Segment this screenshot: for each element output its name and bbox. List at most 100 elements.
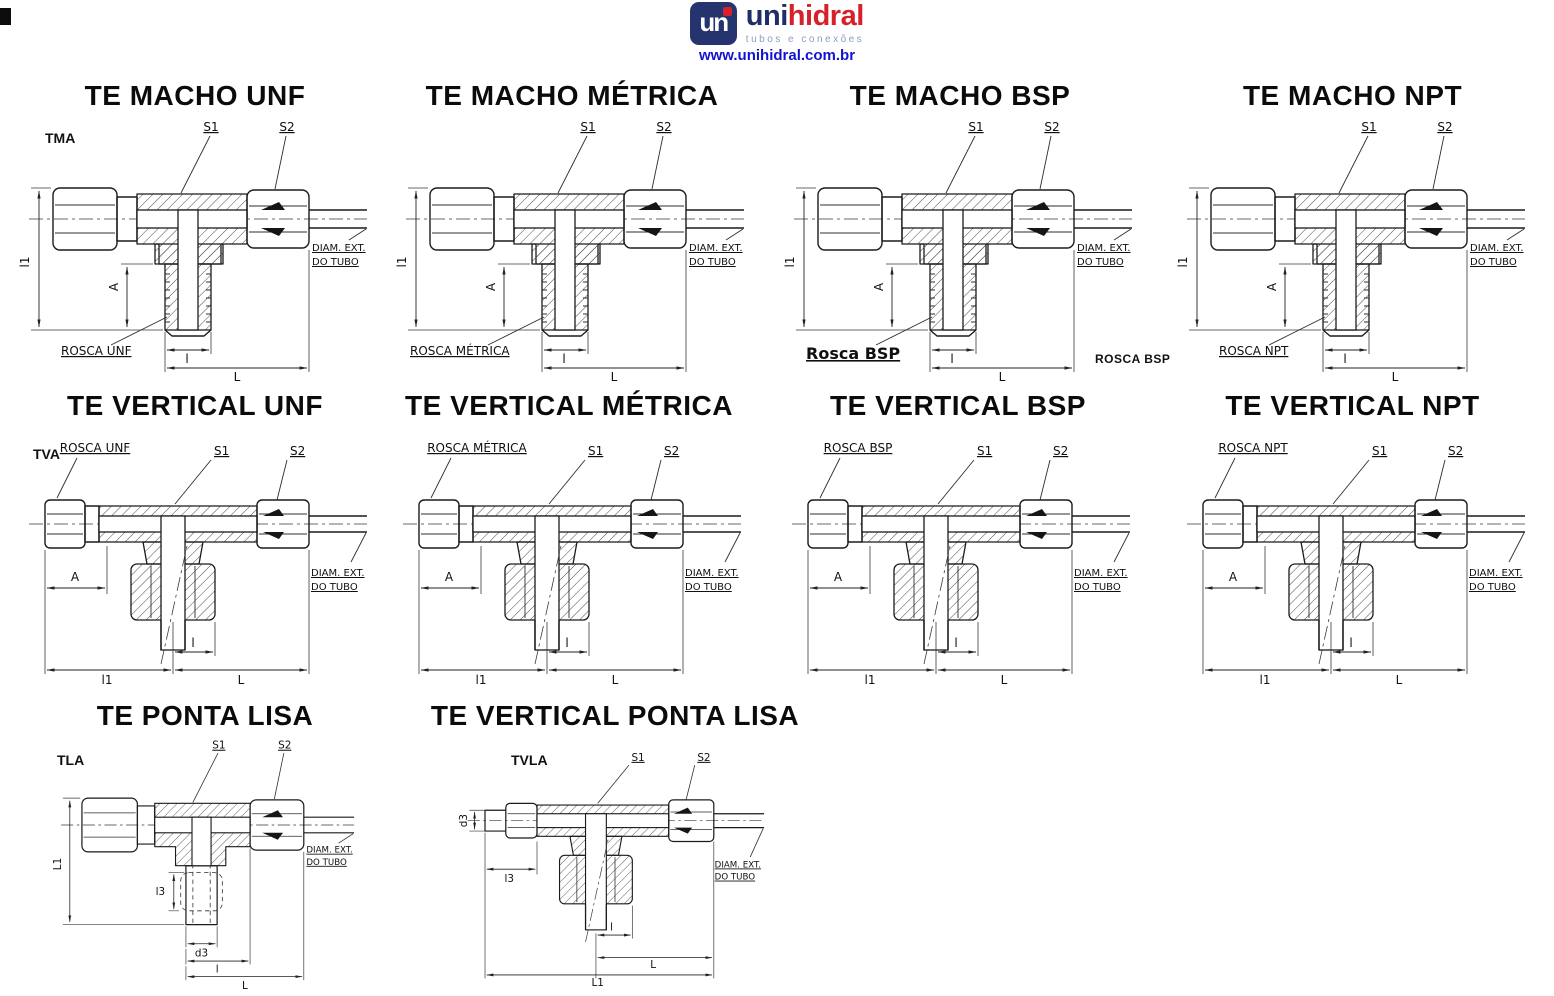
- drawing-te-macho-unf: S1 S2 l1 A ROSCA UNF l L DIAM. EXT. DO T…: [18, 120, 375, 384]
- dim-s1: S1: [580, 120, 595, 134]
- dim-l3: l3: [156, 886, 166, 898]
- drawing-te-vertical-metrica: ROSCA MÉTRICA S1 S2 A l1 l L DIAM. EXT. …: [389, 440, 749, 687]
- logo-text-block: unihidral tubos e conexões: [745, 0, 865, 46]
- dim-a: A: [484, 282, 498, 291]
- dim-L: L: [238, 673, 245, 687]
- dim-L: L: [1391, 370, 1398, 384]
- dim-l: l: [1343, 352, 1346, 366]
- dim-s1: S1: [977, 444, 992, 458]
- diagram-title: TE MACHO UNF: [84, 80, 306, 111]
- tee-fitting-outline: [406, 136, 744, 372]
- dim-l1: l1: [395, 257, 409, 268]
- diagram-te-vertical-bsp: TE VERTICAL BSP ROSCA BSP S1 S2 A l1 l L…: [772, 390, 1144, 694]
- brand-hidral: hidral: [787, 0, 864, 32]
- do-tubo-label: DO TUBO: [306, 858, 347, 868]
- diagram-title: TE MACHO MÉTRICA: [425, 80, 719, 111]
- dim-L: L: [234, 370, 241, 384]
- dim-s2: S2: [278, 740, 291, 752]
- dim-L1: L1: [591, 977, 603, 989]
- do-tubo-label: DO TUBO: [1469, 582, 1516, 593]
- dim-l: l: [185, 352, 188, 366]
- tee-fitting-outline: [1187, 136, 1525, 372]
- brand-tagline: tubos e conexões: [745, 34, 865, 45]
- dim-L: L: [611, 370, 618, 384]
- dim-L1: L1: [52, 858, 64, 870]
- drawing-te-macho-metrica: S1 S2 l1 A ROSCA MÉTRICA l L DIAM. EXT. …: [395, 120, 752, 384]
- dim-L: L: [999, 370, 1006, 384]
- tee-fitting-outline: [794, 136, 1132, 372]
- dim-l: l: [565, 636, 568, 650]
- diagram-title: TE VERTICAL UNF: [67, 390, 323, 421]
- logo-accent-dot: [722, 7, 732, 16]
- diam-ext-label: DIAM. EXT.: [685, 568, 739, 579]
- brand-uni: uni: [745, 0, 789, 32]
- diagram-code: TMA: [45, 130, 76, 146]
- rosca-label: ROSCA MÉTRICA: [410, 343, 510, 358]
- dim-l: l: [191, 636, 194, 650]
- drawing-te-macho-npt: S1 S2 l1 A ROSCA NPT l L DIAM. EXT. DO T…: [1176, 120, 1533, 384]
- dim-s1: S1: [968, 120, 983, 134]
- dim-s2: S2: [1448, 444, 1463, 458]
- diagram-title: TE MACHO NPT: [1242, 80, 1463, 111]
- dim-l1: l1: [102, 673, 113, 687]
- dim-s2: S2: [697, 752, 710, 764]
- rosca-label: ROSCA BSP: [824, 441, 893, 455]
- dim-l1: l1: [18, 257, 32, 268]
- dim-a: A: [872, 282, 886, 291]
- dim-s2: S2: [1437, 120, 1452, 134]
- dim-a: A: [107, 282, 121, 291]
- dim-s2: S2: [1044, 120, 1059, 134]
- diam-ext-label: DIAM. EXT.: [1469, 568, 1523, 579]
- do-tubo-label: DO TUBO: [311, 582, 358, 593]
- rosca-label: ROSCA UNF: [60, 441, 131, 455]
- header: un unihidral tubos e conexões www.unihid…: [0, 2, 1554, 64]
- drawing-te-vertical-bsp: ROSCA BSP S1 S2 A l1 l L DIAM. EXT. DO T…: [778, 441, 1138, 687]
- dim-L: L: [612, 673, 619, 687]
- diam-ext-label: DIAM. EXT.: [1074, 568, 1128, 579]
- diagram-title: TE VERTICAL NPT: [1225, 390, 1480, 421]
- stray-rosca-bsp-label: ROSCA BSP: [1095, 352, 1171, 366]
- diagram-te-vertical-ponta-lisa: TE VERTICAL PONTA LISA TVLA d3 l3 S1 S2 …: [415, 700, 815, 994]
- diam-ext-label: DIAM. EXT.: [311, 568, 365, 579]
- dim-l1: l1: [865, 673, 876, 687]
- diagram-te-vertical-unf: TE VERTICAL UNF TVA ROSCA UNF S1 S2 A l1…: [15, 390, 375, 694]
- dim-a: A: [1265, 282, 1279, 291]
- dim-l: l: [610, 922, 613, 934]
- diam-ext-label: DIAM. EXT.: [689, 243, 743, 254]
- website-link[interactable]: www.unihidral.com.br: [698, 47, 856, 64]
- drawing-te-vertical-ponta-lisa: d3 l3 S1 S2 l L L1 DIAM. EXT. DO TUBO: [459, 752, 771, 989]
- drawing-te-vertical-unf: ROSCA UNF S1 S2 A l1 l L DIAM. EXT. DO T…: [15, 441, 375, 687]
- rosca-label: ROSCA NPT: [1219, 344, 1289, 358]
- dim-l: l: [954, 636, 957, 650]
- dim-l1: l1: [783, 257, 797, 268]
- do-tubo-label: DO TUBO: [715, 873, 756, 883]
- diam-ext-label: DIAM. EXT.: [306, 846, 352, 856]
- dim-l: l: [1349, 636, 1352, 650]
- diagram-code: TLA: [57, 752, 85, 768]
- tee-fitting-outline: [403, 458, 741, 674]
- diam-ext-label: DIAM. EXT.: [715, 860, 761, 870]
- dim-l: l: [216, 963, 219, 975]
- rosca-label: ROSCA MÉTRICA: [427, 440, 527, 455]
- rosca-label: ROSCA UNF: [61, 344, 132, 358]
- tee-fitting-outline: [792, 458, 1130, 674]
- dim-l1: l1: [476, 673, 487, 687]
- diam-ext-label: DIAM. EXT.: [1470, 243, 1524, 254]
- diagram-code: TVLA: [511, 752, 548, 768]
- dim-a: A: [71, 570, 80, 584]
- dim-l: l: [950, 352, 953, 366]
- rosca-label: ROSCA NPT: [1218, 441, 1288, 455]
- rosca-label: Rosca BSP: [806, 344, 900, 363]
- do-tubo-label: DO TUBO: [1470, 257, 1517, 268]
- dim-s1: S1: [212, 740, 225, 752]
- dim-s1: S1: [631, 752, 644, 764]
- do-tubo-label: DO TUBO: [685, 582, 732, 593]
- drawing-te-macho-bsp: S1 S2 l1 A Rosca BSP l L DIAM. EXT. DO T…: [783, 120, 1140, 384]
- tee-fitting-outline: [1187, 458, 1525, 674]
- dim-L: L: [1001, 673, 1008, 687]
- diagram-te-ponta-lisa: TE PONTA LISA TLA S1 S2 L1 l3 d3 l L DIA…: [35, 700, 375, 994]
- diagram-code: TVA: [33, 446, 60, 462]
- scan-artifact: [0, 8, 11, 25]
- dim-L: L: [1395, 673, 1402, 687]
